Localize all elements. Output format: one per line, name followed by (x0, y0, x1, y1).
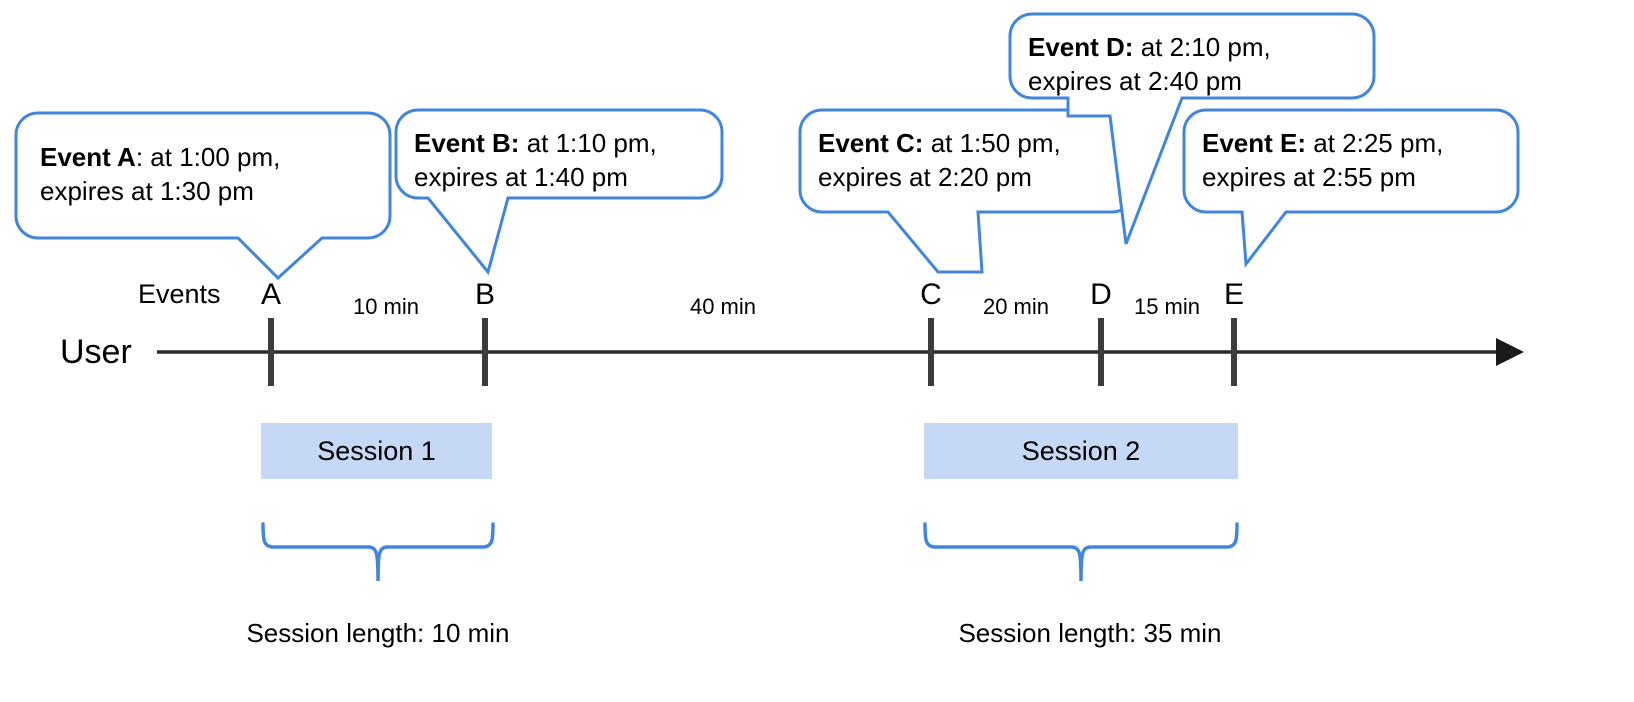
callout-e-rest: at 2:25 pm, (1306, 128, 1444, 158)
session-box-1: Session 1 (261, 423, 492, 479)
callout-b-rest: at 1:10 pm, (519, 128, 657, 158)
session-brace-2 (923, 522, 1239, 582)
callout-a-bold: Event A (40, 142, 136, 172)
callout-text-e: Event E: at 2:25 pm, expires at 2:55 pm (1202, 126, 1443, 194)
callout-text-b: Event B: at 1:10 pm, expires at 1:40 pm (414, 126, 657, 194)
timeline-arrowhead (1496, 338, 1524, 366)
callout-b-line2: expires at 1:40 pm (414, 162, 628, 192)
callout-c-rest: at 1:50 pm, (923, 128, 1061, 158)
tick-label-d: D (1090, 278, 1112, 311)
callout-bubble-e (1182, 108, 1520, 269)
callout-d-rest: at 2:10 pm, (1133, 32, 1271, 62)
callout-a-line2: expires at 1:30 pm (40, 176, 254, 206)
callout-e-line2: expires at 2:55 pm (1202, 162, 1416, 192)
callout-b-bold: Event B: (414, 128, 520, 158)
tick-label-e: E (1223, 278, 1244, 311)
callout-bubble-d (1008, 12, 1376, 245)
callout-d-bold: Event D: (1028, 32, 1134, 62)
tick-label-c: C (920, 278, 942, 311)
session-length-label-2: Session length: 35 min (958, 618, 1222, 648)
gap-label-a-b: 10 min (352, 294, 420, 319)
session-length-label-1: Session length: 10 min (246, 618, 510, 648)
callout-d-line2: expires at 2:40 pm (1028, 66, 1242, 96)
callout-c-bold: Event C: (818, 128, 924, 158)
callout-bubble-a (14, 111, 392, 281)
callout-a-rest: : at 1:00 pm, (135, 142, 281, 172)
callout-text-d: Event D: at 2:10 pm, expires at 2:40 pm (1028, 30, 1271, 98)
callout-c-line2: expires at 2:20 pm (818, 162, 1032, 192)
callout-e-bold: Event E: (1202, 128, 1307, 158)
gap-label-d-e: 15 min (1133, 294, 1201, 319)
gap-label-b-c: 40 min (689, 294, 757, 319)
callout-text-a: Event A: at 1:00 pm, expires at 1:30 pm (40, 140, 280, 208)
axis-label-events: Events (138, 279, 221, 309)
tick-label-b: B (474, 278, 495, 311)
axis-label-user: User (60, 333, 132, 371)
tick-label-a: A (260, 278, 281, 311)
session-brace-1 (261, 522, 495, 582)
session-box-2: Session 2 (924, 423, 1238, 479)
callout-bubble-b (394, 108, 724, 276)
gap-label-c-d: 20 min (982, 294, 1050, 319)
callout-text-c: Event C: at 1:50 pm, expires at 2:20 pm (818, 126, 1061, 194)
